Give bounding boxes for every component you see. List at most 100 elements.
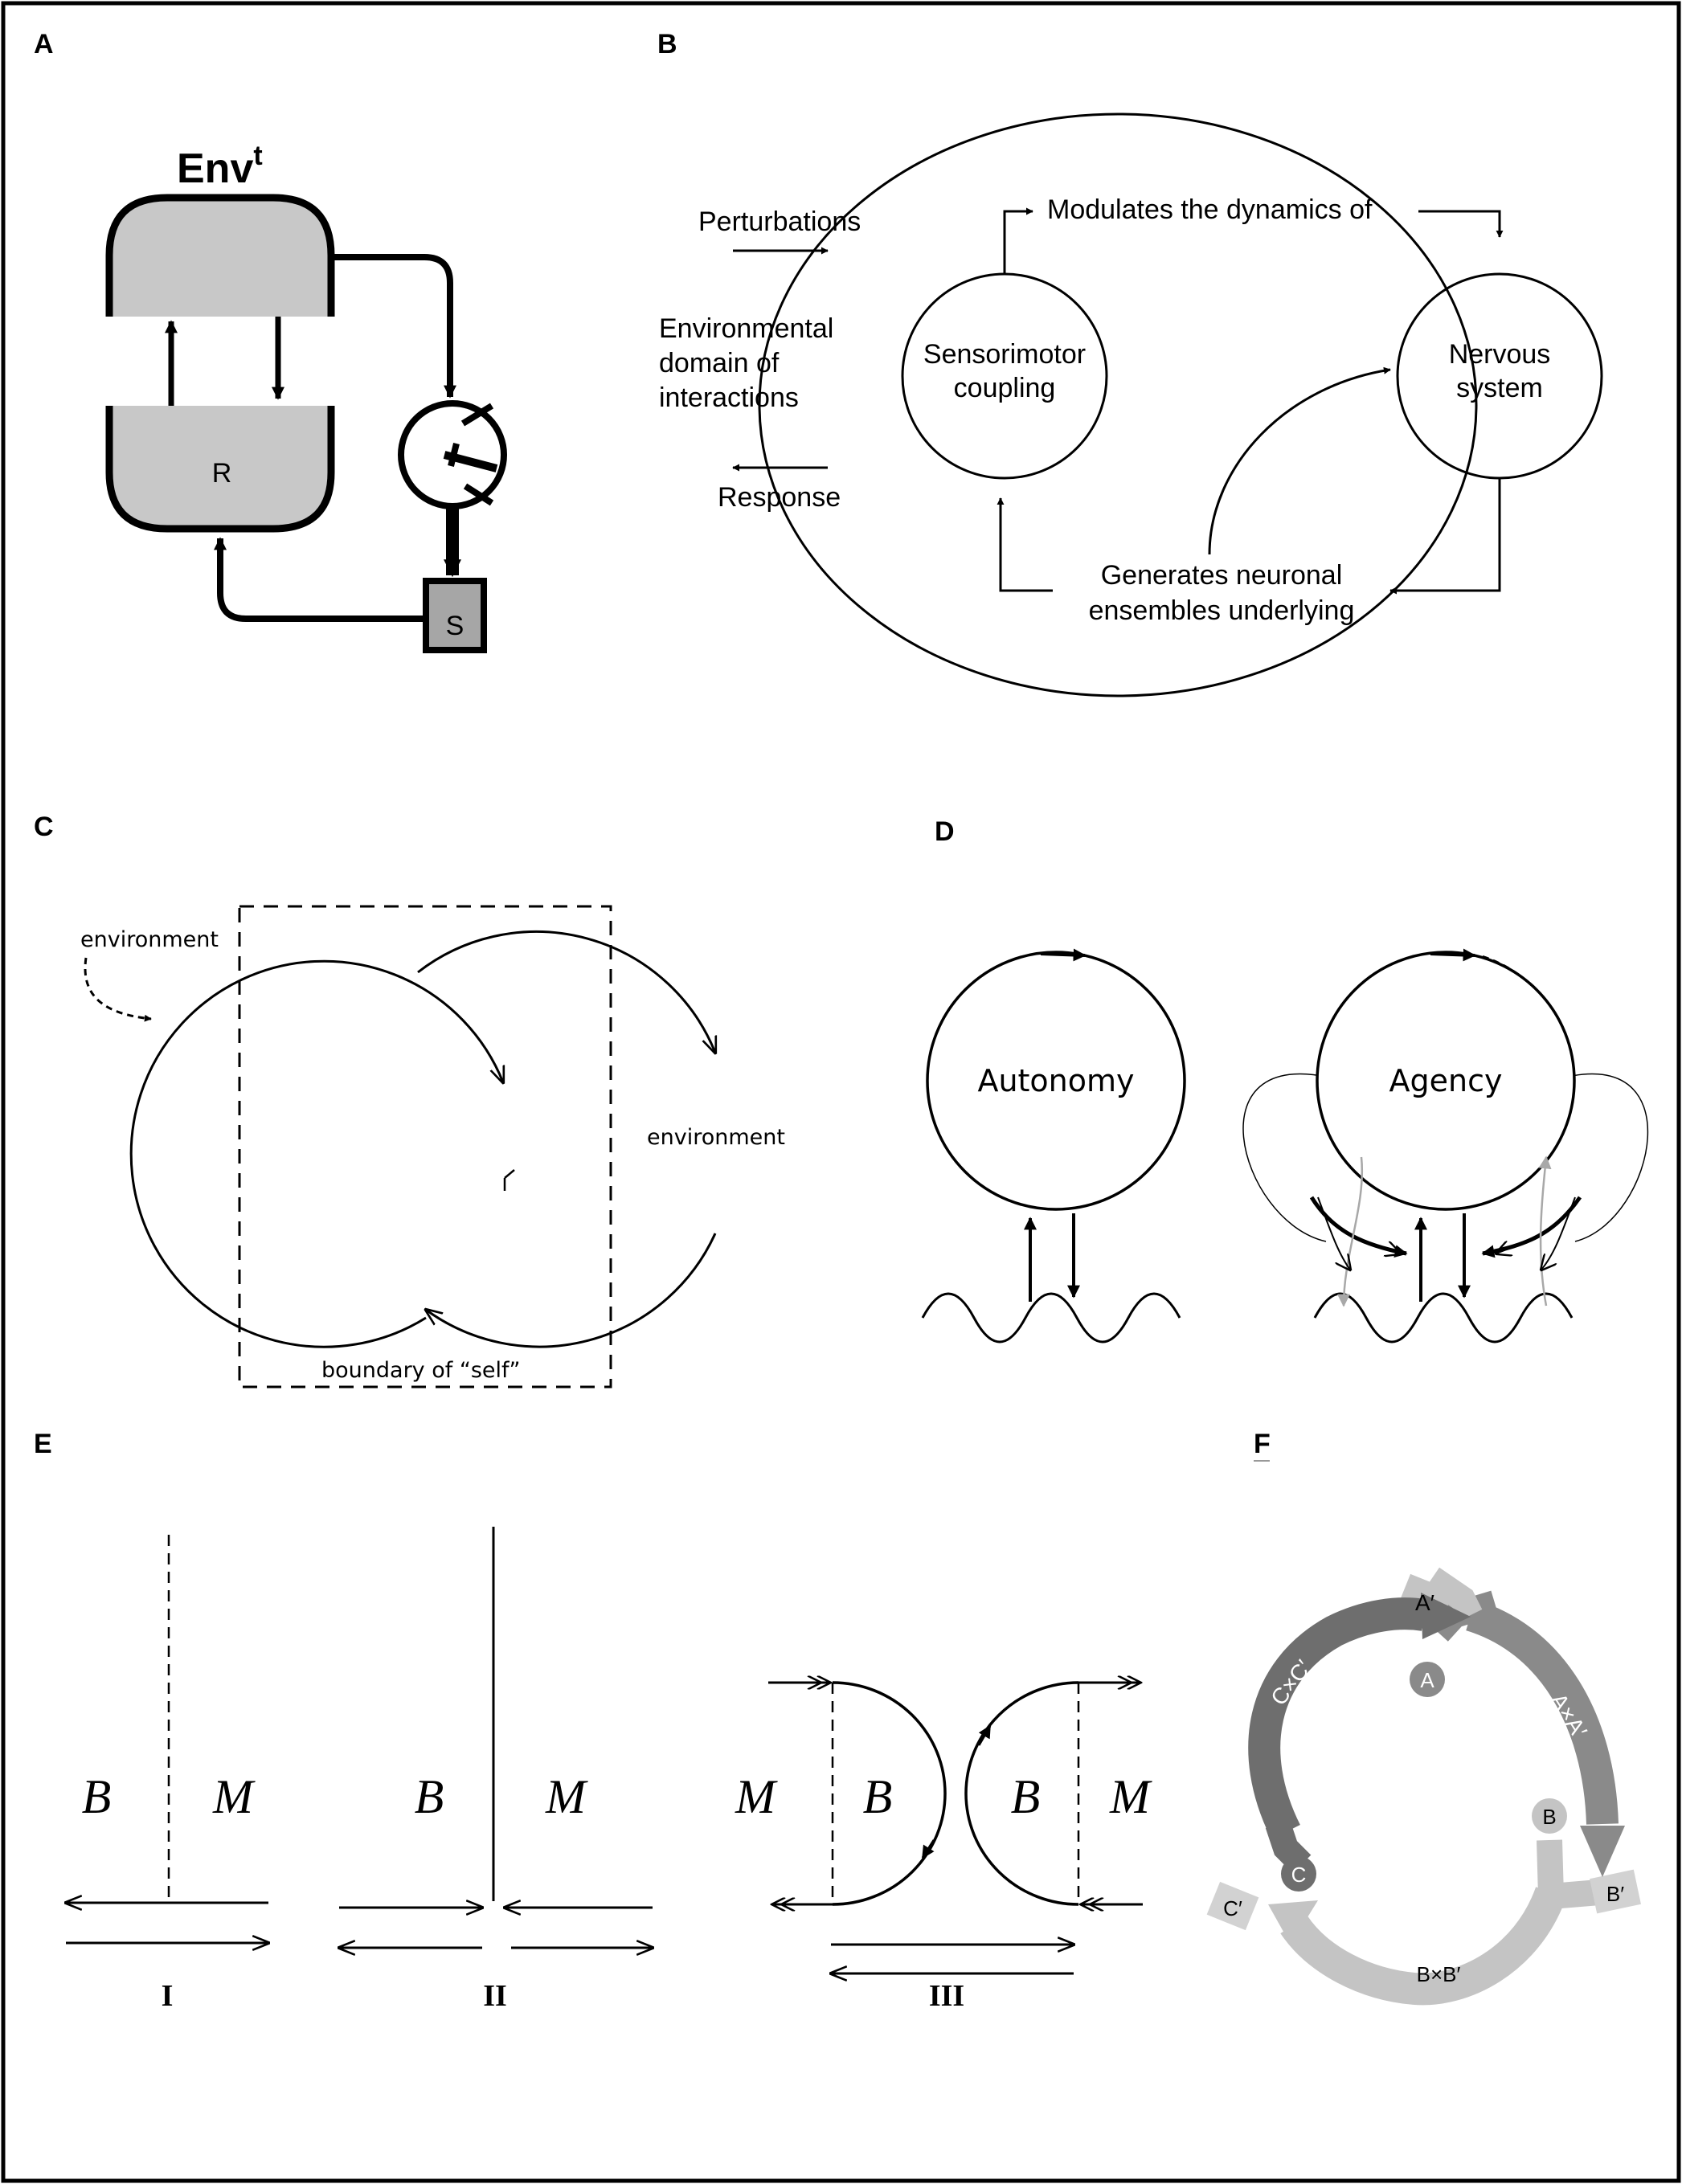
response-label: Response <box>718 482 841 513</box>
part3-m-right: M <box>1109 1770 1152 1823</box>
agency-wave <box>1313 1292 1574 1344</box>
autonomy-label: Autonomy <box>977 1063 1134 1098</box>
panel-e-label: E <box>34 1429 52 1459</box>
c-node <box>1281 1856 1316 1892</box>
modulates-label: Modulates the dynamics of <box>1047 194 1373 225</box>
r-box <box>109 406 331 529</box>
environment-left-arrow <box>84 957 152 1022</box>
right-loop-bottom <box>426 1233 717 1348</box>
agency-side-loops <box>1242 1074 1649 1242</box>
left-loop-tail <box>503 1169 515 1191</box>
s-label: S <box>446 611 464 641</box>
env-title: Envt <box>177 141 263 192</box>
modulates-arrow-end <box>1418 210 1504 238</box>
boundary-label: boundary of “self” <box>321 1358 521 1383</box>
agency-right-open-arrow <box>1496 1241 1528 1254</box>
generates-to-sensorimotor-arrow <box>997 497 1053 592</box>
b-node <box>1532 1798 1567 1834</box>
env-box <box>109 198 331 317</box>
bxb-arrowhead <box>1268 1900 1318 1945</box>
panel-b: B Perturbations Environmental domain of … <box>657 29 1603 697</box>
part3-right-arc-arrow <box>977 1724 992 1746</box>
a-prime-label: A′ <box>1415 1590 1434 1615</box>
part2-m: M <box>545 1770 588 1823</box>
panel-c-label: C <box>34 812 54 842</box>
part2-roman: II <box>483 1979 507 2013</box>
sensorimotor-circle <box>901 272 1108 480</box>
cxc-arc <box>1248 1597 1427 1839</box>
autonomy-wave <box>921 1292 1181 1344</box>
agency-grey-left-arrow <box>1337 1156 1364 1307</box>
c-prime-label: C′ <box>1223 1896 1242 1920</box>
nervous-line1: Nervous <box>1449 339 1551 370</box>
ns-to-generates-arrow <box>1389 478 1501 595</box>
bxb-arc <box>1280 1886 1566 2006</box>
part3-left-arc-arrow <box>921 1839 935 1859</box>
environment-right-label: environment <box>647 1125 785 1150</box>
agency-label: Agency <box>1389 1063 1503 1098</box>
env-domain-line2: domain of <box>659 348 780 378</box>
panel-e: E B M I B M II M B B M III <box>34 1429 1152 2013</box>
panel-d-label: D <box>935 816 955 847</box>
environment-left-label: environment <box>80 927 219 952</box>
c-label: C <box>1291 1863 1307 1887</box>
part3-b-left: B <box>863 1770 893 1823</box>
autonomy-circle <box>926 951 1186 1211</box>
part1-m: M <box>212 1770 256 1823</box>
a-label: A <box>1420 1668 1434 1692</box>
agency-circle <box>1316 951 1576 1211</box>
axa-arrowhead <box>1580 1826 1625 1877</box>
part1-b: B <box>82 1770 112 1823</box>
r-label: R <box>212 458 232 489</box>
modulates-arrow-start <box>1003 207 1033 273</box>
panel-d: D Autonomy Agency <box>921 816 1649 1344</box>
part3-roman: III <box>929 1979 964 2013</box>
env-domain-line3: interactions <box>659 382 799 413</box>
b-prime-label: B′ <box>1606 1882 1624 1906</box>
panel-a-label: A <box>34 29 54 59</box>
nervous-line2: system <box>1456 373 1543 403</box>
panel-a: A Envt R S <box>34 29 507 653</box>
arrow-env-to-meter <box>331 254 456 399</box>
part2-b: B <box>415 1770 444 1823</box>
part3-left-semicircle <box>832 1681 947 1906</box>
generates-line1: Generates neuronal <box>1101 560 1343 591</box>
bxb-label: B×B′ <box>1417 1962 1461 1986</box>
part3-b-right: B <box>1011 1770 1041 1823</box>
agency-left-open-arrow <box>1365 1241 1400 1254</box>
big-ellipse <box>758 112 1478 697</box>
a-prime-stem <box>1424 1567 1483 1622</box>
left-loop <box>129 959 503 1348</box>
b-stem <box>1537 1839 1601 1911</box>
generates-to-ns-arrow <box>1208 366 1391 555</box>
b-prime-tag <box>1590 1869 1641 1914</box>
agency-cycle-dashed <box>1482 955 1540 993</box>
agency-left-small-arrow <box>1317 1196 1350 1270</box>
arrow-s-to-r <box>214 537 426 622</box>
generates-line2: ensembles underlying <box>1089 595 1355 626</box>
right-loop-top <box>417 930 715 1053</box>
perturbations-label: Perturbations <box>698 207 861 237</box>
agency-right-small-arrow <box>1541 1196 1576 1270</box>
a-node <box>1410 1662 1445 1697</box>
agency-cycle-arrow <box>1430 948 1476 962</box>
panel-f-label: F <box>1254 1429 1271 1459</box>
panel-f: F A′ A A×A′ C×C′ C C′ B B′ B×B′ <box>1206 1429 1641 2006</box>
panel-b-label: B <box>657 29 677 59</box>
autonomy-cycle-arrow <box>1040 948 1087 962</box>
part1-roman: I <box>162 1979 174 2013</box>
panel-c: C environment environment boundary of “s… <box>34 812 785 1389</box>
agency-grey-right-arrow <box>1538 1155 1552 1307</box>
env-domain-line1: Environmental <box>659 313 833 344</box>
part3-right-semicircle <box>964 1681 1079 1906</box>
meter-icon <box>398 400 507 509</box>
b-label: B <box>1542 1805 1556 1829</box>
c-prime-tag <box>1206 1881 1259 1931</box>
axa-arc <box>1465 1599 1619 1825</box>
sensorimotor-line2: coupling <box>954 373 1056 403</box>
cxc-arrowhead <box>1421 1593 1471 1639</box>
self-boundary-box <box>238 905 612 1389</box>
part3-m-left: M <box>735 1770 778 1823</box>
